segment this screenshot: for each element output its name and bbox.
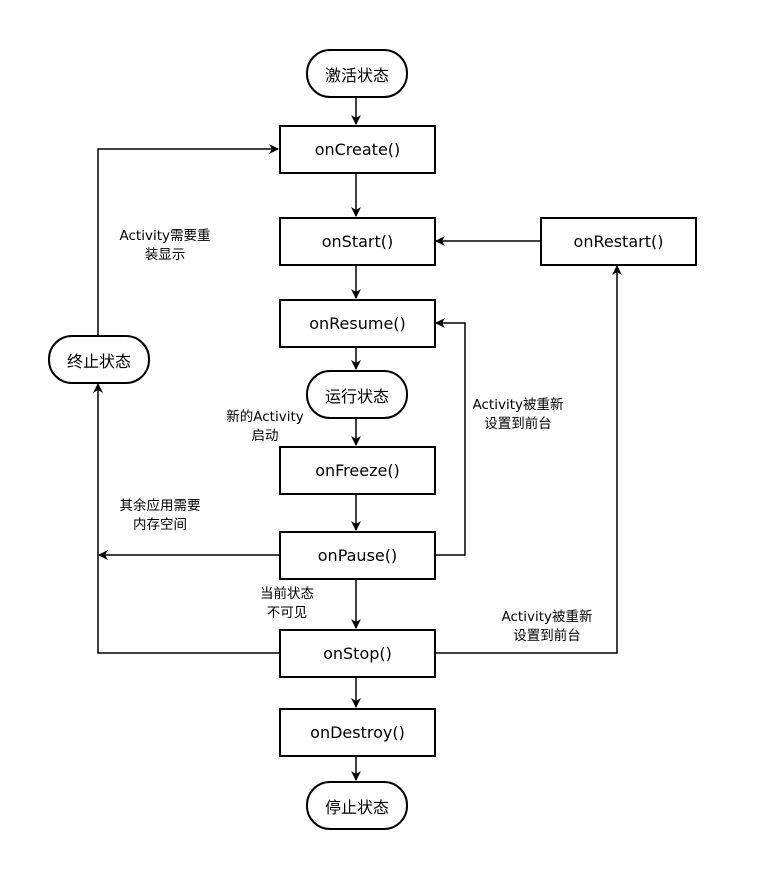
node-label: onRestart() [573,232,664,251]
arrow-terminated-to-create [97,144,279,335]
on-start-node: onStart() [279,217,436,266]
on-stop-node: onStop() [279,629,436,678]
arrow-stop-to-restart [435,265,622,654]
running-state-node: 运行状态 [306,370,408,419]
node-label: onPause() [317,546,398,565]
on-resume-node: onResume() [279,299,436,348]
node-label: onResume() [309,314,406,333]
node-label: 运行状态 [324,386,389,406]
label-memory-needed: 其余应用需要内存空间 [105,497,215,535]
node-label: 终止状态 [66,351,131,371]
label-invisible: 当前状态不可见 [260,586,314,621]
node-label: onStop() [323,644,392,663]
arrow-pause-to-resume [435,318,466,556]
node-label: 停止状态 [324,797,389,817]
on-pause-node: onPause() [279,531,436,580]
label-restart-front: Activity被重新设置到前台 [501,609,593,644]
node-label: onCreate() [314,140,401,159]
on-create-node: onCreate() [279,125,436,174]
label-redisplay: Activity需要重装显示 [110,227,220,265]
label-resume-front: Activity被重新设置到前台 [472,397,564,432]
arrow-stop-to-terminated [93,383,279,654]
node-label: 激活状态 [324,65,389,85]
node-label: onFreeze() [315,461,400,480]
node-label: onStart() [321,232,394,251]
on-freeze-node: onFreeze() [279,446,436,495]
stopped-state-node: 停止状态 [306,781,408,830]
on-destroy-node: onDestroy() [279,708,436,757]
node-label: onDestroy() [310,723,405,742]
activate-state-node: 激活状态 [306,49,408,98]
terminated-state-node: 终止状态 [48,335,150,384]
on-restart-node: onRestart() [540,217,697,266]
